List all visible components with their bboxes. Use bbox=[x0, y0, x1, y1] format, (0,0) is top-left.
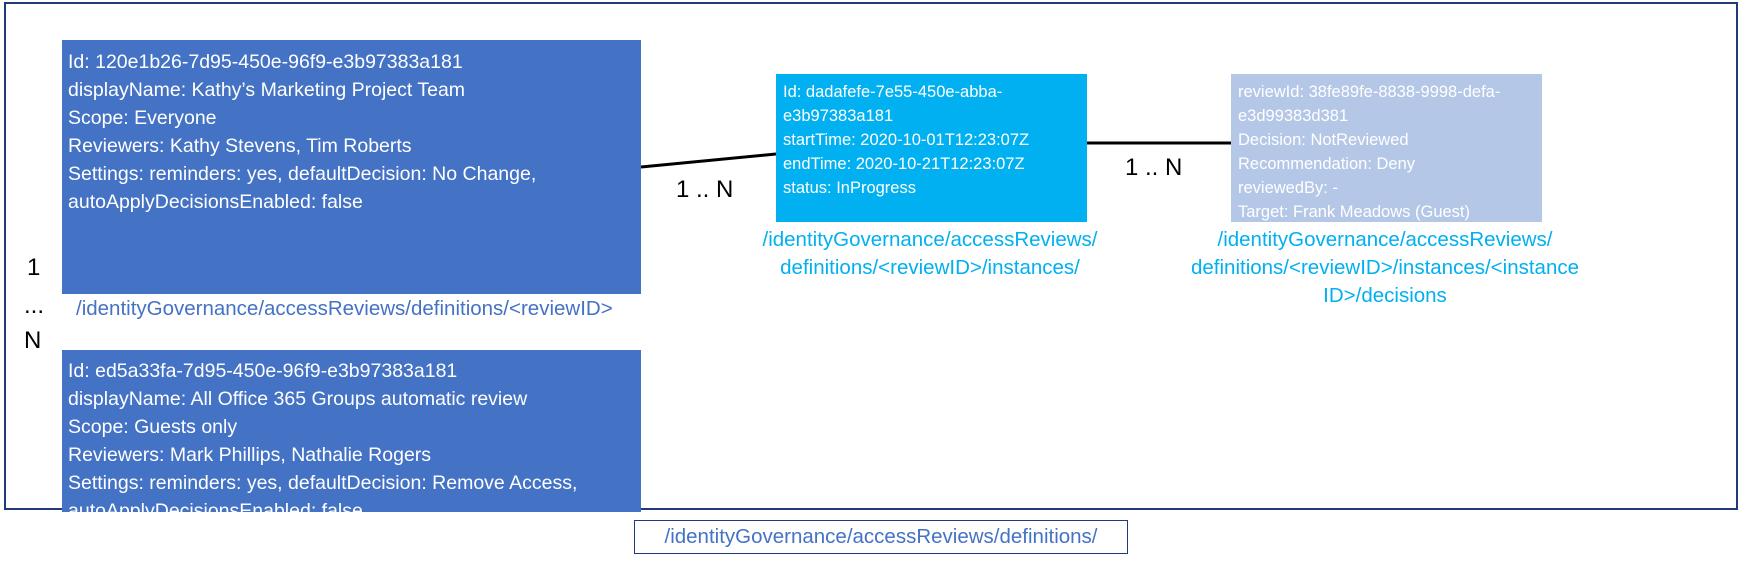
instance-end-time: endTime: 2020-10-21T12:23:07Z bbox=[783, 155, 1025, 173]
definition-box-1: Id: 120e1b26-7d95-450e-96f9-e3b97383a181… bbox=[62, 40, 641, 294]
decision-target: Target: Frank Meadows (Guest) bbox=[1238, 203, 1470, 221]
definition-1-scope: Scope: Everyone bbox=[68, 107, 217, 129]
instance-box: Id: dadafefe-7e55-450e-abba-e3b97383a181… bbox=[776, 74, 1087, 222]
decision-path-label: /identityGovernance/accessReviews/ defin… bbox=[1190, 228, 1579, 307]
decision-value: Decision: NotReviewed bbox=[1238, 131, 1409, 149]
decision-box: reviewId: 38fe89fe-8838-9998-defa-e3d993… bbox=[1231, 74, 1542, 222]
definition-2-reviewers: Reviewers: Mark Phillips, Nathalie Roger… bbox=[68, 444, 432, 466]
instance-status: status: InProgress bbox=[783, 179, 916, 197]
definition-2-settings: Settings: reminders: yes, defaultDecisio… bbox=[68, 472, 578, 494]
definition-1-settings: Settings: reminders: yes, defaultDecisio… bbox=[68, 163, 537, 185]
decision-reviewed-by: reviewedBy: - bbox=[1238, 179, 1338, 197]
definition-1-auto-apply: autoApplyDecisionsEnabled: false bbox=[68, 191, 363, 213]
multiplicity-vertical-ellipsis: ... bbox=[24, 292, 45, 319]
decision-recommendation: Recommendation: Deny bbox=[1238, 155, 1416, 173]
multiplicity-instance-decision: 1 .. N bbox=[1125, 154, 1183, 181]
multiplicity-vertical-top: 1 bbox=[27, 254, 41, 281]
connector-definition-instance bbox=[640, 152, 777, 169]
definition-box-2: Id: ed5a33fa-7d95-450e-96f9-e3b97383a181… bbox=[62, 350, 641, 512]
definition-1-reviewers: Reviewers: Kathy Stevens, Tim Roberts bbox=[68, 135, 412, 157]
instance-path-label: /identityGovernance/accessReviews/ defin… bbox=[762, 228, 1098, 279]
multiplicity-definition-instance: 1 .. N bbox=[676, 176, 734, 203]
definition-1-id: Id: 120e1b26-7d95-450e-96f9-e3b97383a181 bbox=[68, 51, 463, 73]
definition-1-display-name: displayName: Kathy’s Marketing Project T… bbox=[68, 79, 466, 101]
definition-path-label: /identityGovernance/accessReviews/defini… bbox=[76, 297, 613, 320]
definition-2-id: Id: ed5a33fa-7d95-450e-96f9-e3b97383a181 bbox=[68, 360, 458, 382]
definition-2-auto-apply: autoApplyDecisionsEnabled: false bbox=[68, 500, 363, 512]
root-path-label: /identityGovernance/accessReviews/defini… bbox=[634, 520, 1128, 554]
diagram-frame bbox=[4, 2, 1738, 510]
definition-2-display-name: displayName: All Office 365 Groups autom… bbox=[68, 388, 528, 410]
instance-id: Id: dadafefe-7e55-450e-abba-e3b97383a181 bbox=[783, 83, 1003, 125]
multiplicity-vertical-bottom: N bbox=[24, 327, 42, 354]
instance-start-time: startTime: 2020-10-01T12:23:07Z bbox=[783, 131, 1030, 149]
definition-2-scope: Scope: Guests only bbox=[68, 416, 238, 438]
decision-review-id: reviewId: 38fe89fe-8838-9998-defa-e3d993… bbox=[1238, 83, 1501, 125]
